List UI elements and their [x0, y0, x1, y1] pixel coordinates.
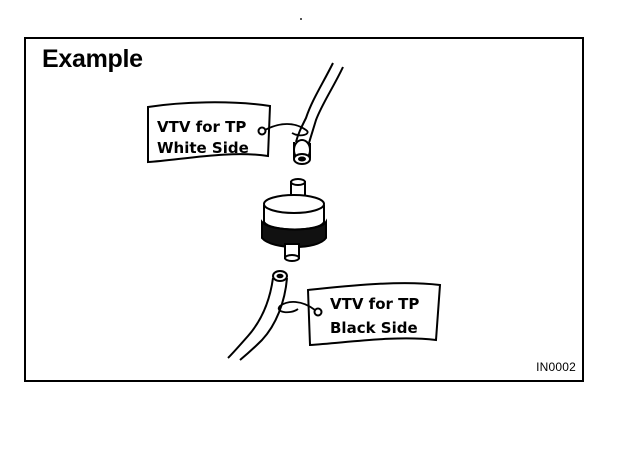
figure-title: Example: [42, 45, 143, 73]
upper-hose-icon: [293, 62, 344, 165]
upper-tag-line1: VTV for TP: [157, 118, 246, 136]
upper-tag-line2: White Side: [157, 139, 249, 157]
upper-tag-icon: VTV for TP White Side: [147, 101, 309, 164]
vtv-valve-icon: [261, 178, 327, 262]
figure-code: IN0002: [536, 360, 576, 374]
speck-mark: [300, 18, 302, 20]
lower-tag-line2: Black Side: [330, 319, 418, 337]
lower-tag-line1: VTV for TP: [330, 295, 419, 313]
figure-frame: Example IN0002: [24, 37, 584, 382]
lower-hose-icon: [227, 270, 288, 361]
lower-tag-icon: VTV for TP Black Side: [277, 282, 442, 347]
